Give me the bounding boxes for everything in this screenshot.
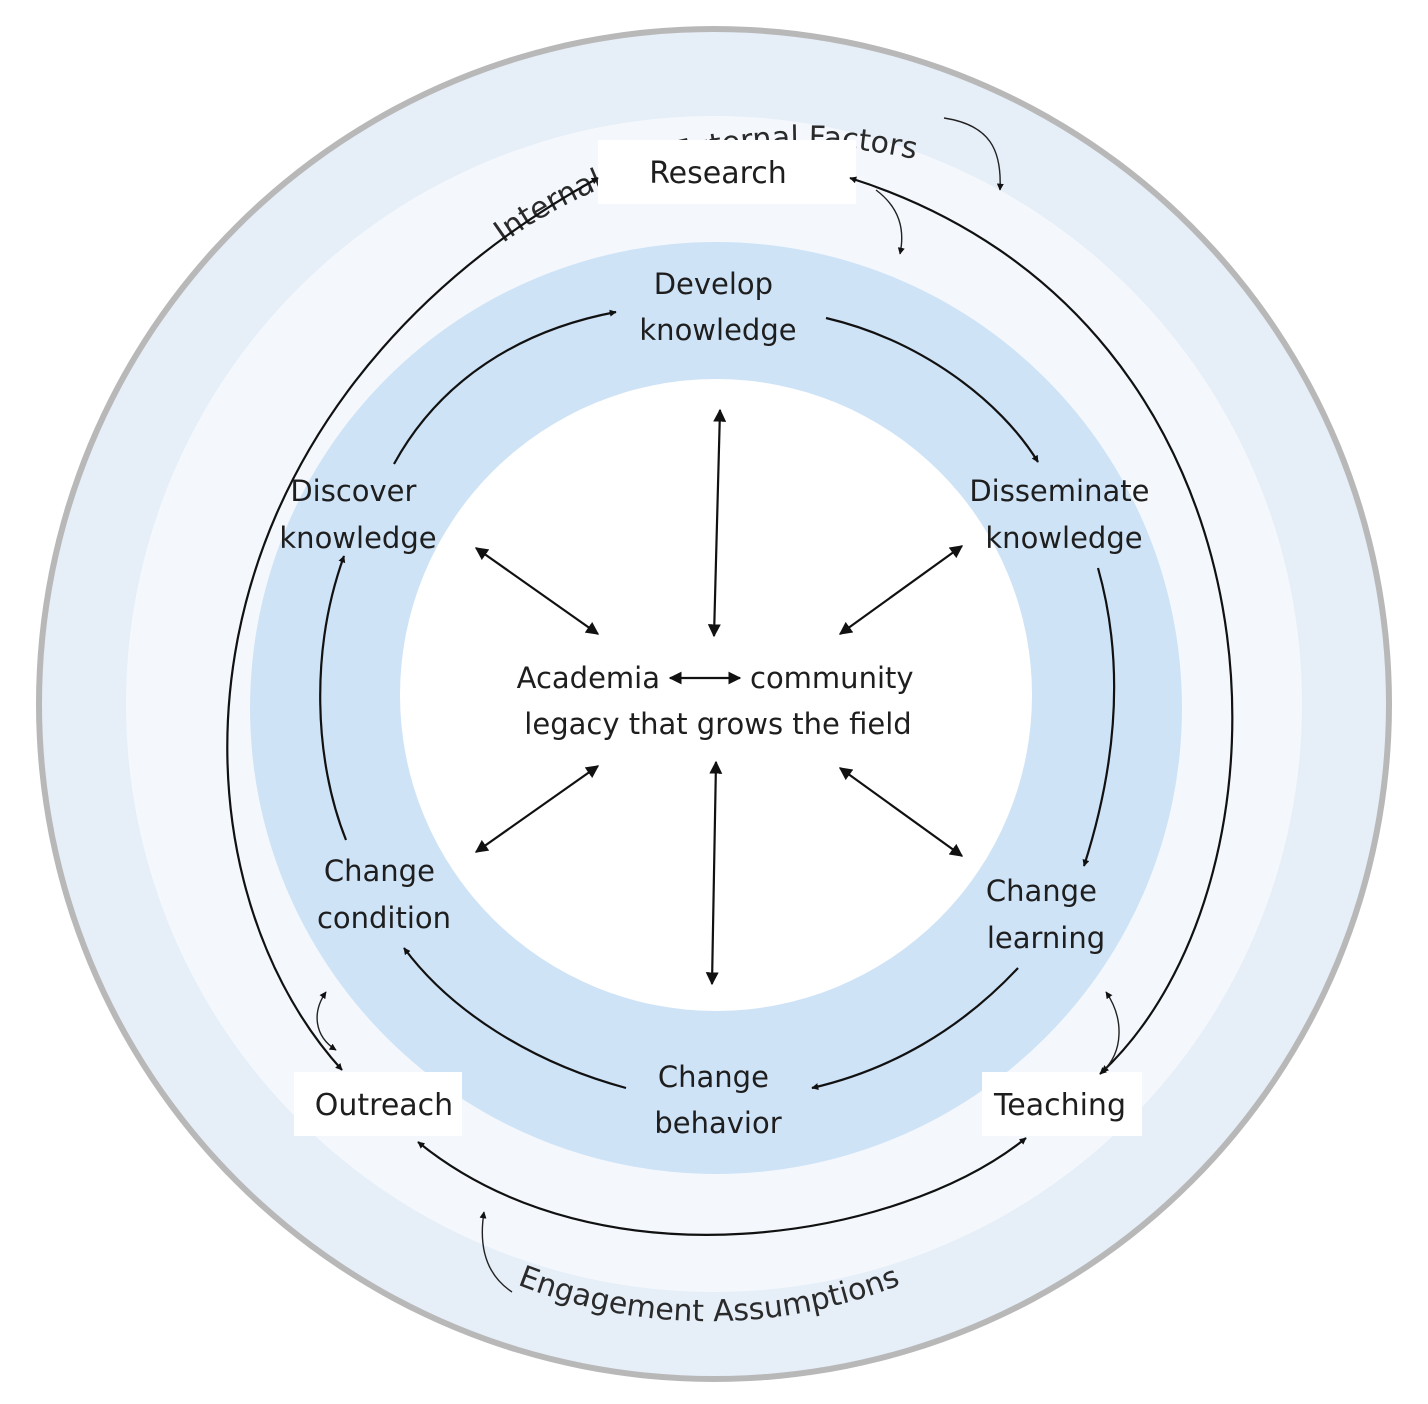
factors-connector-arrow (943, 117, 1004, 191)
research-develop-arrow (875, 189, 905, 255)
research-box (598, 140, 856, 204)
spoke-condition-arrow (474, 765, 600, 853)
center-academia-label: Academia (517, 661, 660, 695)
condition-discover-arrow (319, 555, 348, 841)
develop-disseminate-arrow (825, 316, 1039, 463)
outreach-label: Outreach (315, 1088, 453, 1123)
teaching-learning-arrow (1101, 991, 1120, 1073)
develop-knowledge-label: Develop knowledge (639, 267, 796, 347)
disseminate-learning-arrow (1082, 567, 1116, 867)
change-condition-label: Change condition (317, 854, 451, 935)
research-teaching-arrow (849, 176, 1234, 1075)
behavior-condition-arrow (403, 947, 627, 1090)
discover-develop-arrow (393, 309, 617, 465)
outreach-teaching-arrow (417, 1137, 1027, 1236)
research-label: Research (649, 156, 787, 191)
center-legacy-label: legacy that grows the field (524, 707, 911, 741)
spoke-discover-arrow (474, 547, 600, 635)
teaching-box (982, 1072, 1142, 1136)
discover-knowledge-label: Discover knowledge (279, 474, 436, 555)
spoke-disseminate-arrow (838, 545, 964, 635)
spoke-behavior-arrow (705, 760, 723, 986)
disseminate-knowledge-label: Disseminate knowledge (969, 474, 1158, 555)
teaching-label: Teaching (993, 1088, 1126, 1123)
spoke-develop-arrow (707, 408, 727, 638)
center-community-label: community (750, 661, 914, 695)
learning-behavior-arrow (811, 967, 1019, 1090)
change-learning-label: Change learning (986, 874, 1106, 955)
spoke-learning-arrow (838, 767, 964, 857)
outreach-condition-arrow (316, 991, 337, 1051)
change-behavior-label: Change behavior (654, 1060, 781, 1140)
center-circle (400, 379, 1032, 1011)
outreach-box (294, 1072, 462, 1136)
assumptions-connector-arrow (479, 1211, 513, 1293)
outreach-research-arrow (226, 177, 599, 1071)
